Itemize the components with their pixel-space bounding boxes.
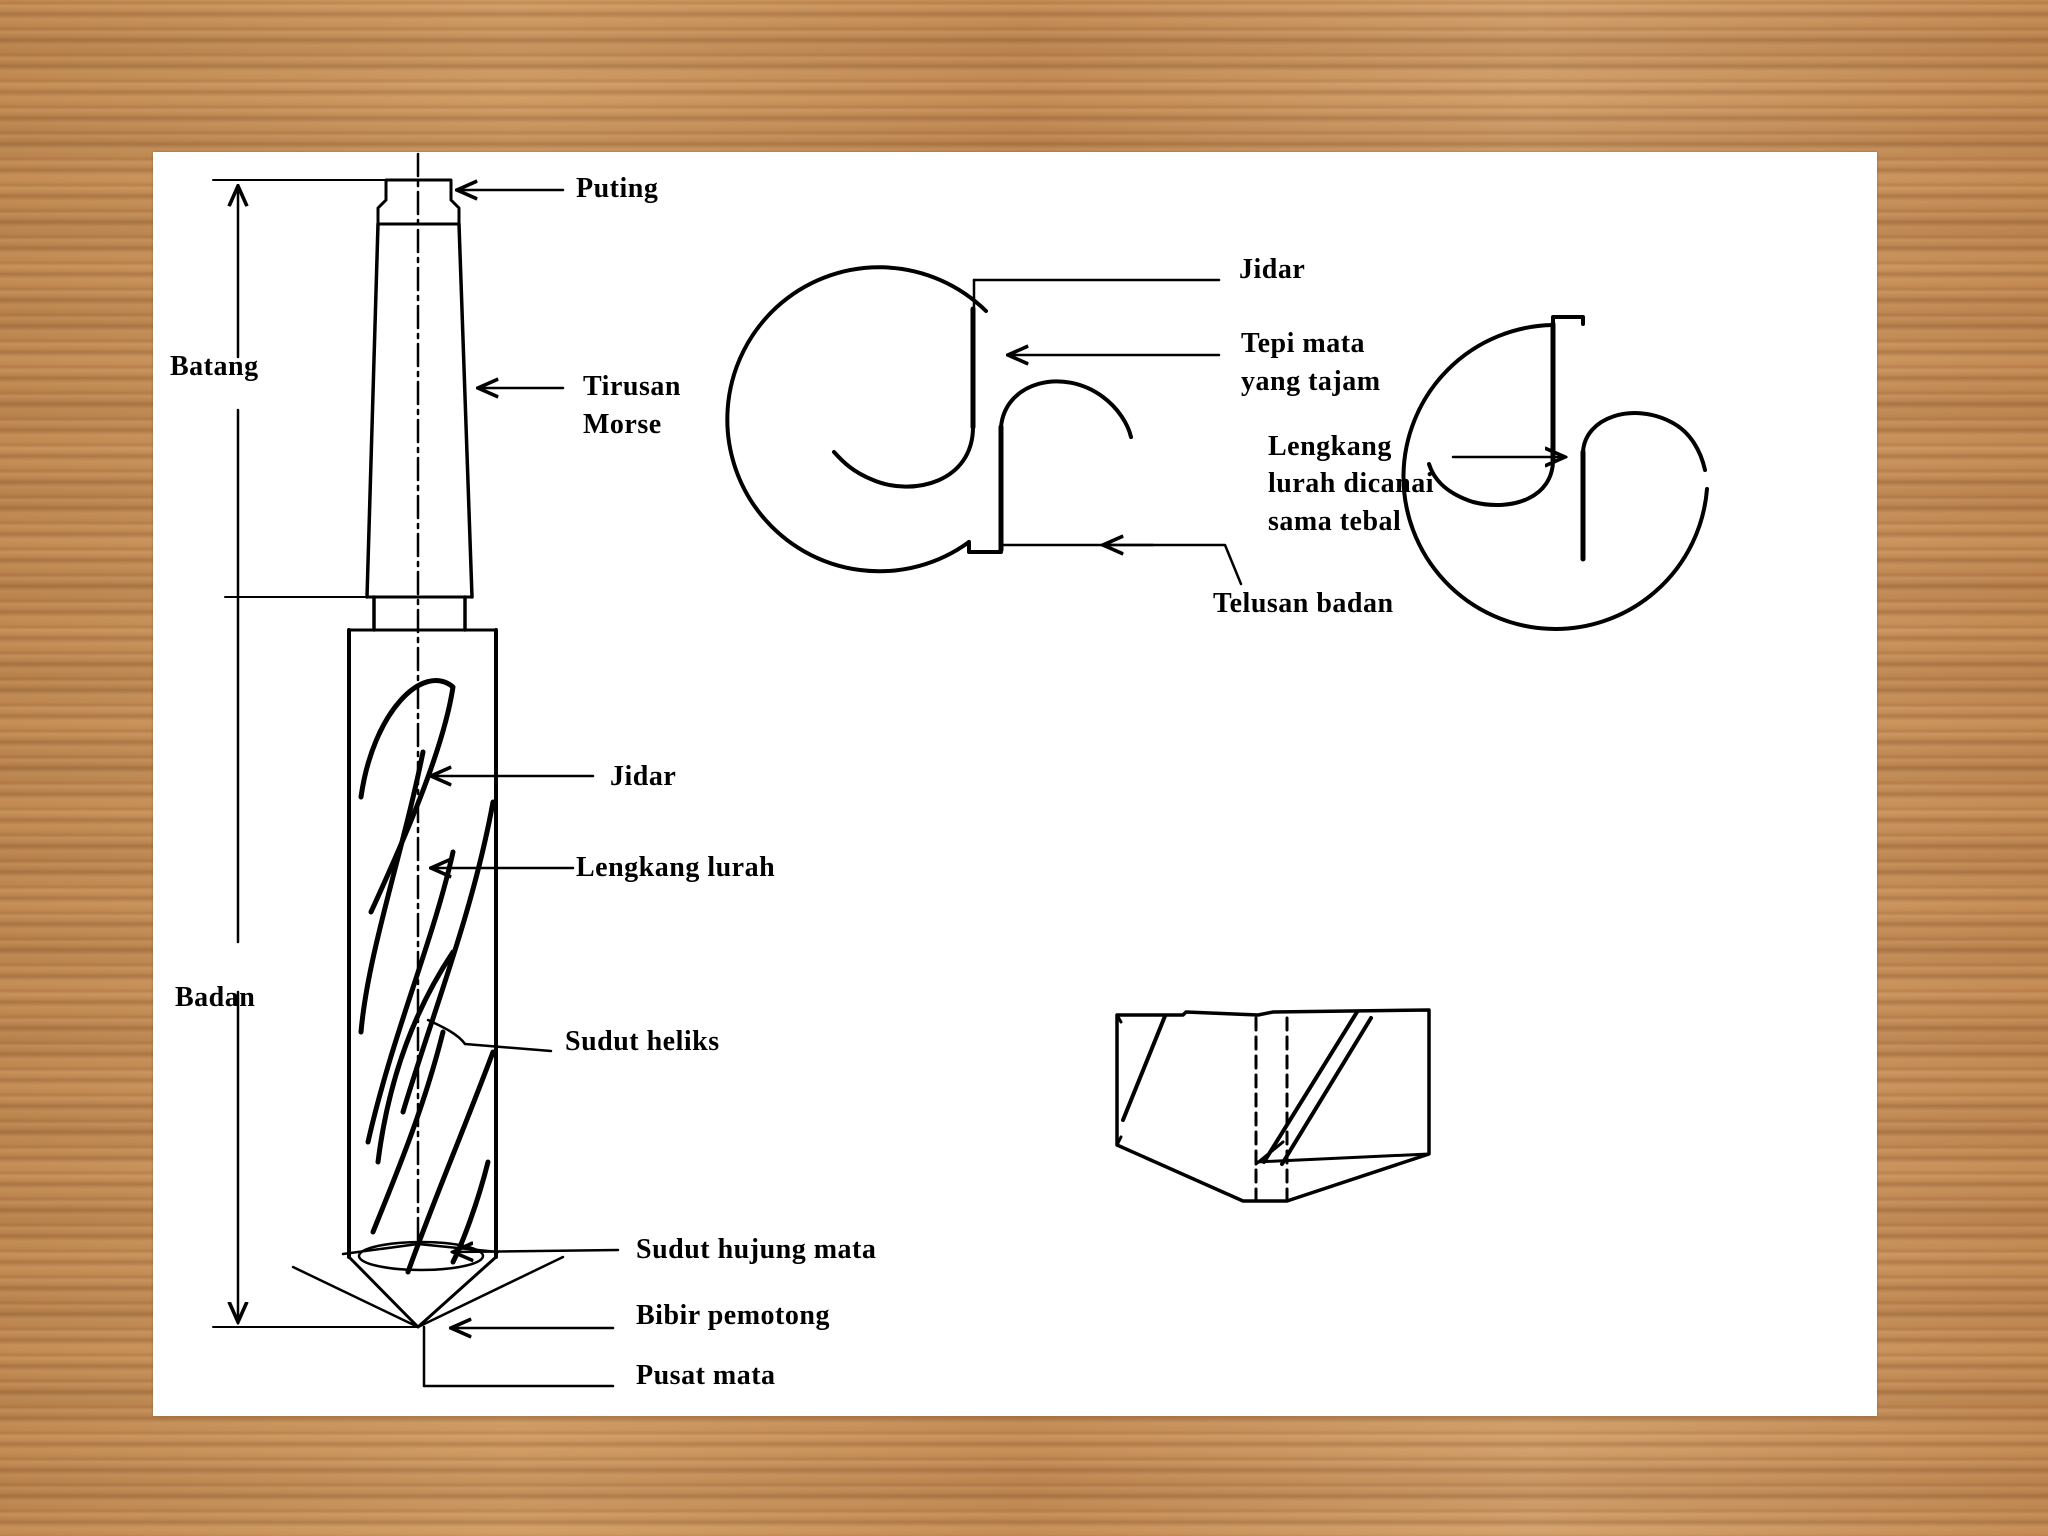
cross-section-right-outline: [1401, 323, 1709, 631]
label-sama-tebal: sama tebal: [1268, 506, 1401, 537]
cross-section-right: [1401, 315, 1709, 631]
drill-neck: [372, 595, 467, 632]
drill-body-outline: [347, 628, 498, 1259]
point-angle-lines: [291, 1242, 565, 1329]
label-jidar-section: Jidar: [1239, 254, 1305, 285]
diagram-slide: Puting Batang Tirusan Morse Jidar Lengka…: [153, 152, 1877, 1416]
drill-side-view: Puting Batang Tirusan Morse Jidar Lengka…: [170, 152, 876, 1391]
sudut-heliks-arc: [426, 1018, 553, 1053]
drill-diagram: Puting Batang Tirusan Morse Jidar Lengka…: [170, 152, 1709, 1391]
cross-section-left-outline: [725, 265, 988, 574]
taper-shank: [365, 222, 474, 599]
pusat-leader: [422, 1325, 615, 1388]
label-jidar-side: Jidar: [610, 761, 676, 792]
cross-section-left: [725, 265, 1243, 586]
label-tepi-mata: Tepi mata: [1241, 328, 1365, 359]
label-batang: Batang: [170, 351, 259, 382]
label-yang-tajam: yang tajam: [1241, 366, 1381, 397]
label-bibir-pemotong: Bibir pemotong: [636, 1300, 830, 1331]
label-puting: Puting: [576, 173, 658, 204]
point-lip-ellipse: [357, 1240, 485, 1272]
label-badan: Badan: [175, 982, 255, 1013]
label-pusat-mata: Pusat mata: [636, 1360, 776, 1391]
label-morse: Morse: [583, 409, 662, 440]
label-lengkang-lurah: Lengkang lurah: [576, 852, 775, 883]
telusan-leader: [1001, 543, 1243, 586]
sudut-hujung-arrow: [453, 1250, 620, 1252]
label-sudut-hujung-mata: Sudut hujung mata: [636, 1234, 876, 1265]
label-telusan-badan: Telusan badan: [1213, 588, 1394, 619]
drill-point: [347, 1255, 498, 1329]
drill-tip-detail: [1115, 1008, 1431, 1203]
label-sudut-heliks: Sudut heliks: [565, 1026, 720, 1057]
label-lurah-dicanai: lurah dicanai: [1268, 468, 1434, 499]
tip-outline: [1115, 1008, 1431, 1203]
label-tirusan: Tirusan: [583, 371, 681, 402]
helix-flutes: [358, 678, 496, 1275]
label-lengkang: Lengkang: [1268, 431, 1392, 462]
